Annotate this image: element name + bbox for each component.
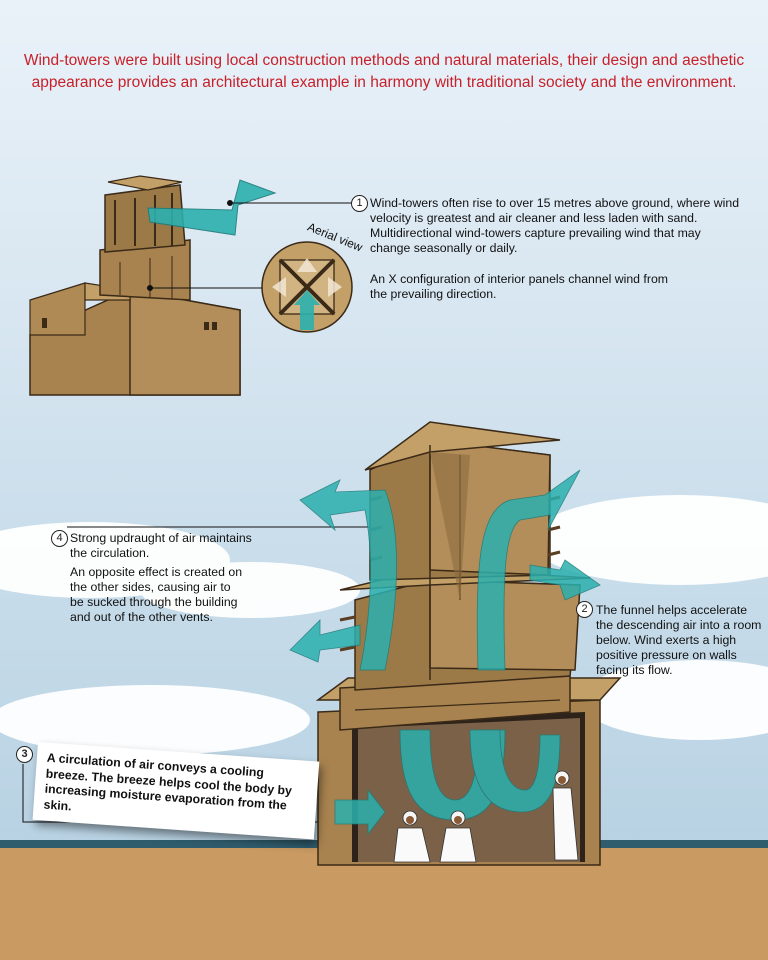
sand [0,848,768,960]
intro-text: Wind-towers were built using local const… [23,52,745,91]
callout-1-subtext: An X configuration of interior panels ch… [370,272,669,301]
wind-arrow-small-tower [147,179,277,236]
breeze-arrow [334,788,386,836]
inflow-arrow-right-lower [529,559,601,601]
wind-flows [289,469,601,836]
callout-4-text: Strong updraught of air maintains the ci… [70,531,252,560]
callout-4-subtext: An opposite effect is created on the oth… [70,565,243,624]
seated-man-right [439,810,477,863]
standing-man [552,770,579,861]
downdraught-loop-right [469,729,561,813]
callout-2-number: 2 [576,601,593,618]
callout-1-text: Wind-towers often rise to over 15 metres… [370,196,740,255]
seated-man-left [393,810,431,863]
inflow-arrow-right [476,469,581,671]
callout-2-text: The funnel helps accelerate the descendi… [596,603,762,677]
callout-4-number: 4 [51,530,68,547]
clouds [0,495,768,755]
callout-3-number: 3 [16,746,33,763]
callout-1-number: 1 [351,195,368,212]
outflow-arrow-lower-left [289,619,361,663]
aerial-view-diagram [261,241,353,333]
updraught-arrow-left [299,479,397,671]
